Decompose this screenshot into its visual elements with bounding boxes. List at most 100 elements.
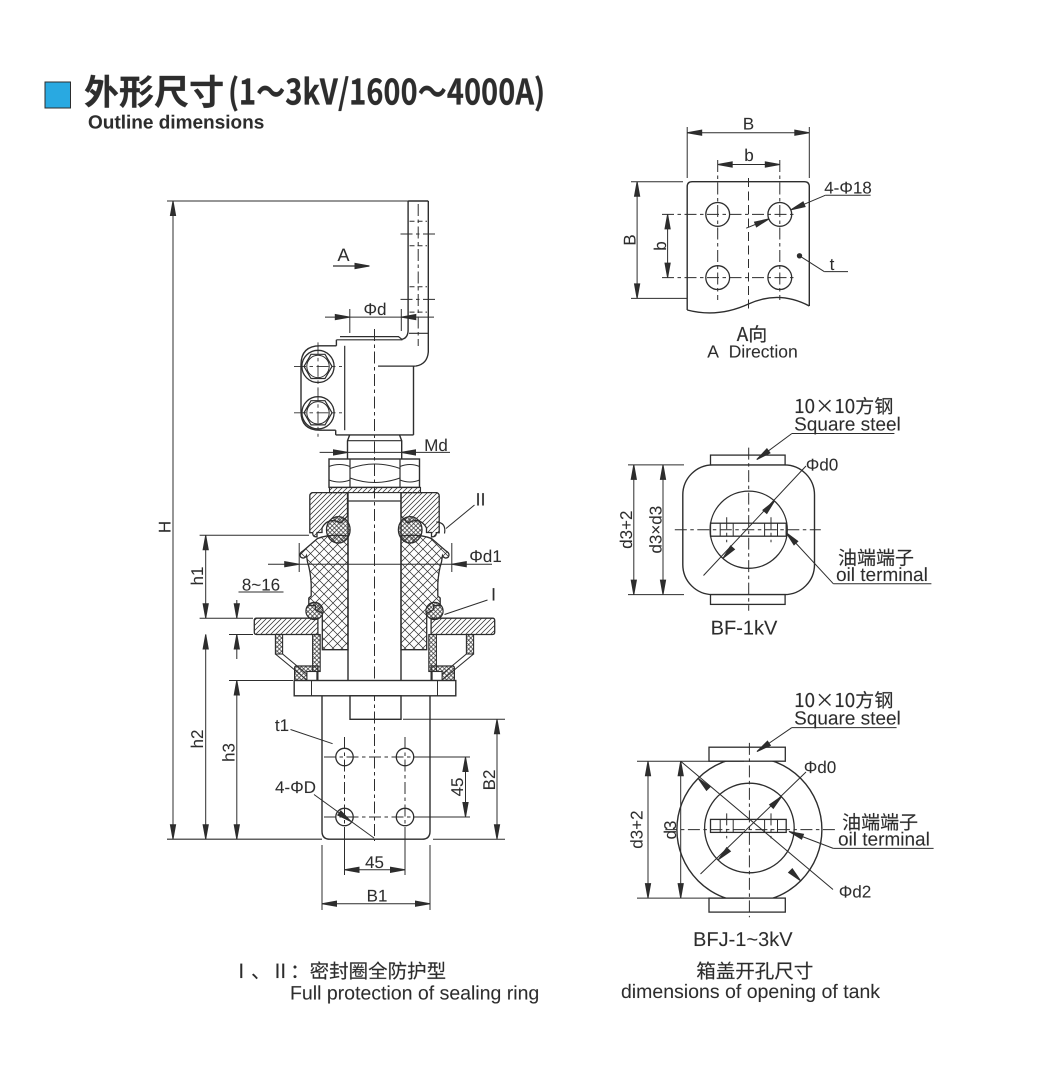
- dim-arrowhead: [451, 561, 467, 568]
- dim-arrowhead: [401, 313, 417, 321]
- dim-arrowhead: [753, 218, 770, 228]
- page-title-glyphs-latin: [230, 75, 543, 112]
- dim-plate-thickness-range: 8~16: [199, 578, 284, 659]
- footnote-tank-en-glyphs: [621, 983, 881, 1003]
- label-t1-glyphs: [275, 719, 289, 732]
- dim-lower-height-h2: h2: [190, 634, 209, 840]
- dim-arrowhead: [717, 161, 733, 168]
- dim-insulator-diameter-phid1: Φd1: [268, 543, 501, 572]
- dim-arrowhead: [664, 262, 671, 278]
- main-outline-drawing: H A Φd Md II Φd1 I h1 8~16 h2 h3 t1 4-ΦD…: [158, 200, 505, 910]
- dim-arrowhead: [233, 680, 240, 696]
- dim-arrowhead: [687, 129, 703, 136]
- bolt-housing: [294, 342, 342, 437]
- label-plate-thickness-t1: t1: [275, 719, 333, 745]
- bfj-label-d3plus2-glyphs: [630, 811, 643, 849]
- blade-terminal: [400, 200, 436, 352]
- label-A-glyphs: [337, 248, 350, 262]
- dim-arrowhead: [764, 161, 780, 168]
- dim-arrowhead: [677, 883, 684, 899]
- bf-oil-terminal-zh-glyphs: [838, 548, 914, 567]
- bfj-caption-glyphs: [694, 931, 793, 947]
- bf-caption-glyphs: [712, 619, 778, 635]
- dim-arrowhead: [344, 866, 360, 873]
- lower-terminal-plate: [321, 695, 431, 840]
- dim-arrowhead: [233, 824, 240, 840]
- bfj-square-steel-en-glyphs: [794, 710, 900, 729]
- dim-arrowhead: [756, 740, 772, 752]
- dim-arrowhead: [462, 756, 469, 772]
- view-direction-arrow-A: A: [333, 248, 370, 270]
- page-title-glyphs-cjk: [84, 74, 223, 109]
- bottom-flange: [293, 679, 457, 697]
- page-subtitle-glyphs: [88, 114, 264, 129]
- label-seal-II: II: [445, 493, 484, 529]
- bfj-square-steel-zh-glyphs: [795, 690, 893, 709]
- dim-arrowhead: [697, 777, 711, 792]
- dim-upper-height-h1: h1: [190, 534, 309, 619]
- dim-hole-spacing-45-horizontal: 45: [344, 827, 406, 875]
- label-b-left-glyphs: [653, 241, 667, 250]
- a-direction-caption-zh-glyphs: [736, 324, 766, 343]
- dim-arrowhead: [390, 866, 406, 873]
- bf-1kv-view: Φd0 d3+2 d3×d3 10×10方钢 Square steel 油端端子…: [619, 396, 932, 635]
- clamp-body: [335, 336, 429, 436]
- label-B1-glyphs: [367, 889, 387, 902]
- dim-arrowhead: [284, 561, 300, 568]
- dim-arrowhead: [334, 313, 350, 321]
- dim-stem-diameter-phid: Φd: [325, 302, 434, 333]
- label-45-vertical-glyphs: [451, 778, 464, 797]
- label-B-top-glyphs: [744, 117, 754, 130]
- dim-arrowhead: [354, 262, 370, 270]
- bfj-oil-terminal-zh-glyphs: [842, 812, 918, 831]
- dim-arrowhead: [717, 846, 732, 861]
- footnote-seal-zh-glyphs: [240, 961, 446, 980]
- dim-arrowhead: [644, 761, 652, 777]
- dim-arrowhead: [202, 824, 209, 840]
- dim-arrowhead: [788, 831, 805, 840]
- bf-oil-terminal-en-glyphs: [836, 567, 927, 582]
- label-hole-note-4phiD: 4-ΦD: [275, 781, 375, 839]
- label-B2-glyphs: [483, 770, 496, 790]
- label-Md-glyphs: [425, 438, 447, 452]
- dim-arrowhead: [659, 464, 667, 480]
- bfj-1-3kv-view: Φd2 Φd0 d3+2 d3 10×10方钢 Square steel 油端端…: [630, 690, 934, 947]
- label-t-glyphs: [829, 258, 835, 271]
- dim-arrowhead: [768, 795, 783, 810]
- label-seal-I: I: [444, 588, 495, 615]
- dim-arrowhead: [321, 900, 337, 907]
- dim-arrowhead: [415, 900, 431, 907]
- dim-arrowhead: [794, 129, 810, 136]
- label-b-top-glyphs: [745, 148, 754, 162]
- dim-arrowhead: [790, 201, 806, 211]
- dim-arrowhead: [722, 545, 736, 559]
- dim-arrowhead: [202, 603, 209, 619]
- bf-square-steel-en-glyphs: [794, 416, 900, 435]
- dim-arrowhead: [762, 500, 775, 515]
- dim-terminal-width-B1: B1: [321, 845, 431, 910]
- dim-arrowhead: [493, 719, 501, 735]
- footnote-tank-zh-glyphs: [696, 961, 813, 980]
- dim-thread-Md: Md: [319, 438, 450, 456]
- bf-label-d3xd3-glyphs: [649, 506, 662, 553]
- label-phid1-glyphs: [470, 549, 501, 563]
- label-B-left-glyphs: [623, 235, 636, 245]
- dim-arrowhead: [633, 181, 641, 197]
- dim-arrowhead: [202, 634, 209, 650]
- dim-arrowhead: [202, 535, 209, 551]
- title-block: 外形尺寸(1～3kV/1600～4000A) Outline dimension…: [44, 74, 543, 129]
- label-II-glyphs: [477, 493, 484, 506]
- dim-arrowhead: [462, 802, 469, 818]
- lower-seal-blocks: [294, 665, 455, 682]
- label-phid-glyphs: [364, 302, 386, 316]
- dim-arrowhead: [630, 464, 637, 480]
- dim-overall-height-H: H: [158, 200, 177, 840]
- seal-ring-lower: [305, 601, 444, 621]
- bf-label-phid0-glyphs: [806, 458, 838, 471]
- dim-arrowhead: [400, 449, 416, 456]
- washer: [328, 486, 422, 494]
- label-H-glyphs: [158, 522, 171, 532]
- a-direction-view: B b B b 4-Φ18 t A向 A Direction: [623, 117, 872, 358]
